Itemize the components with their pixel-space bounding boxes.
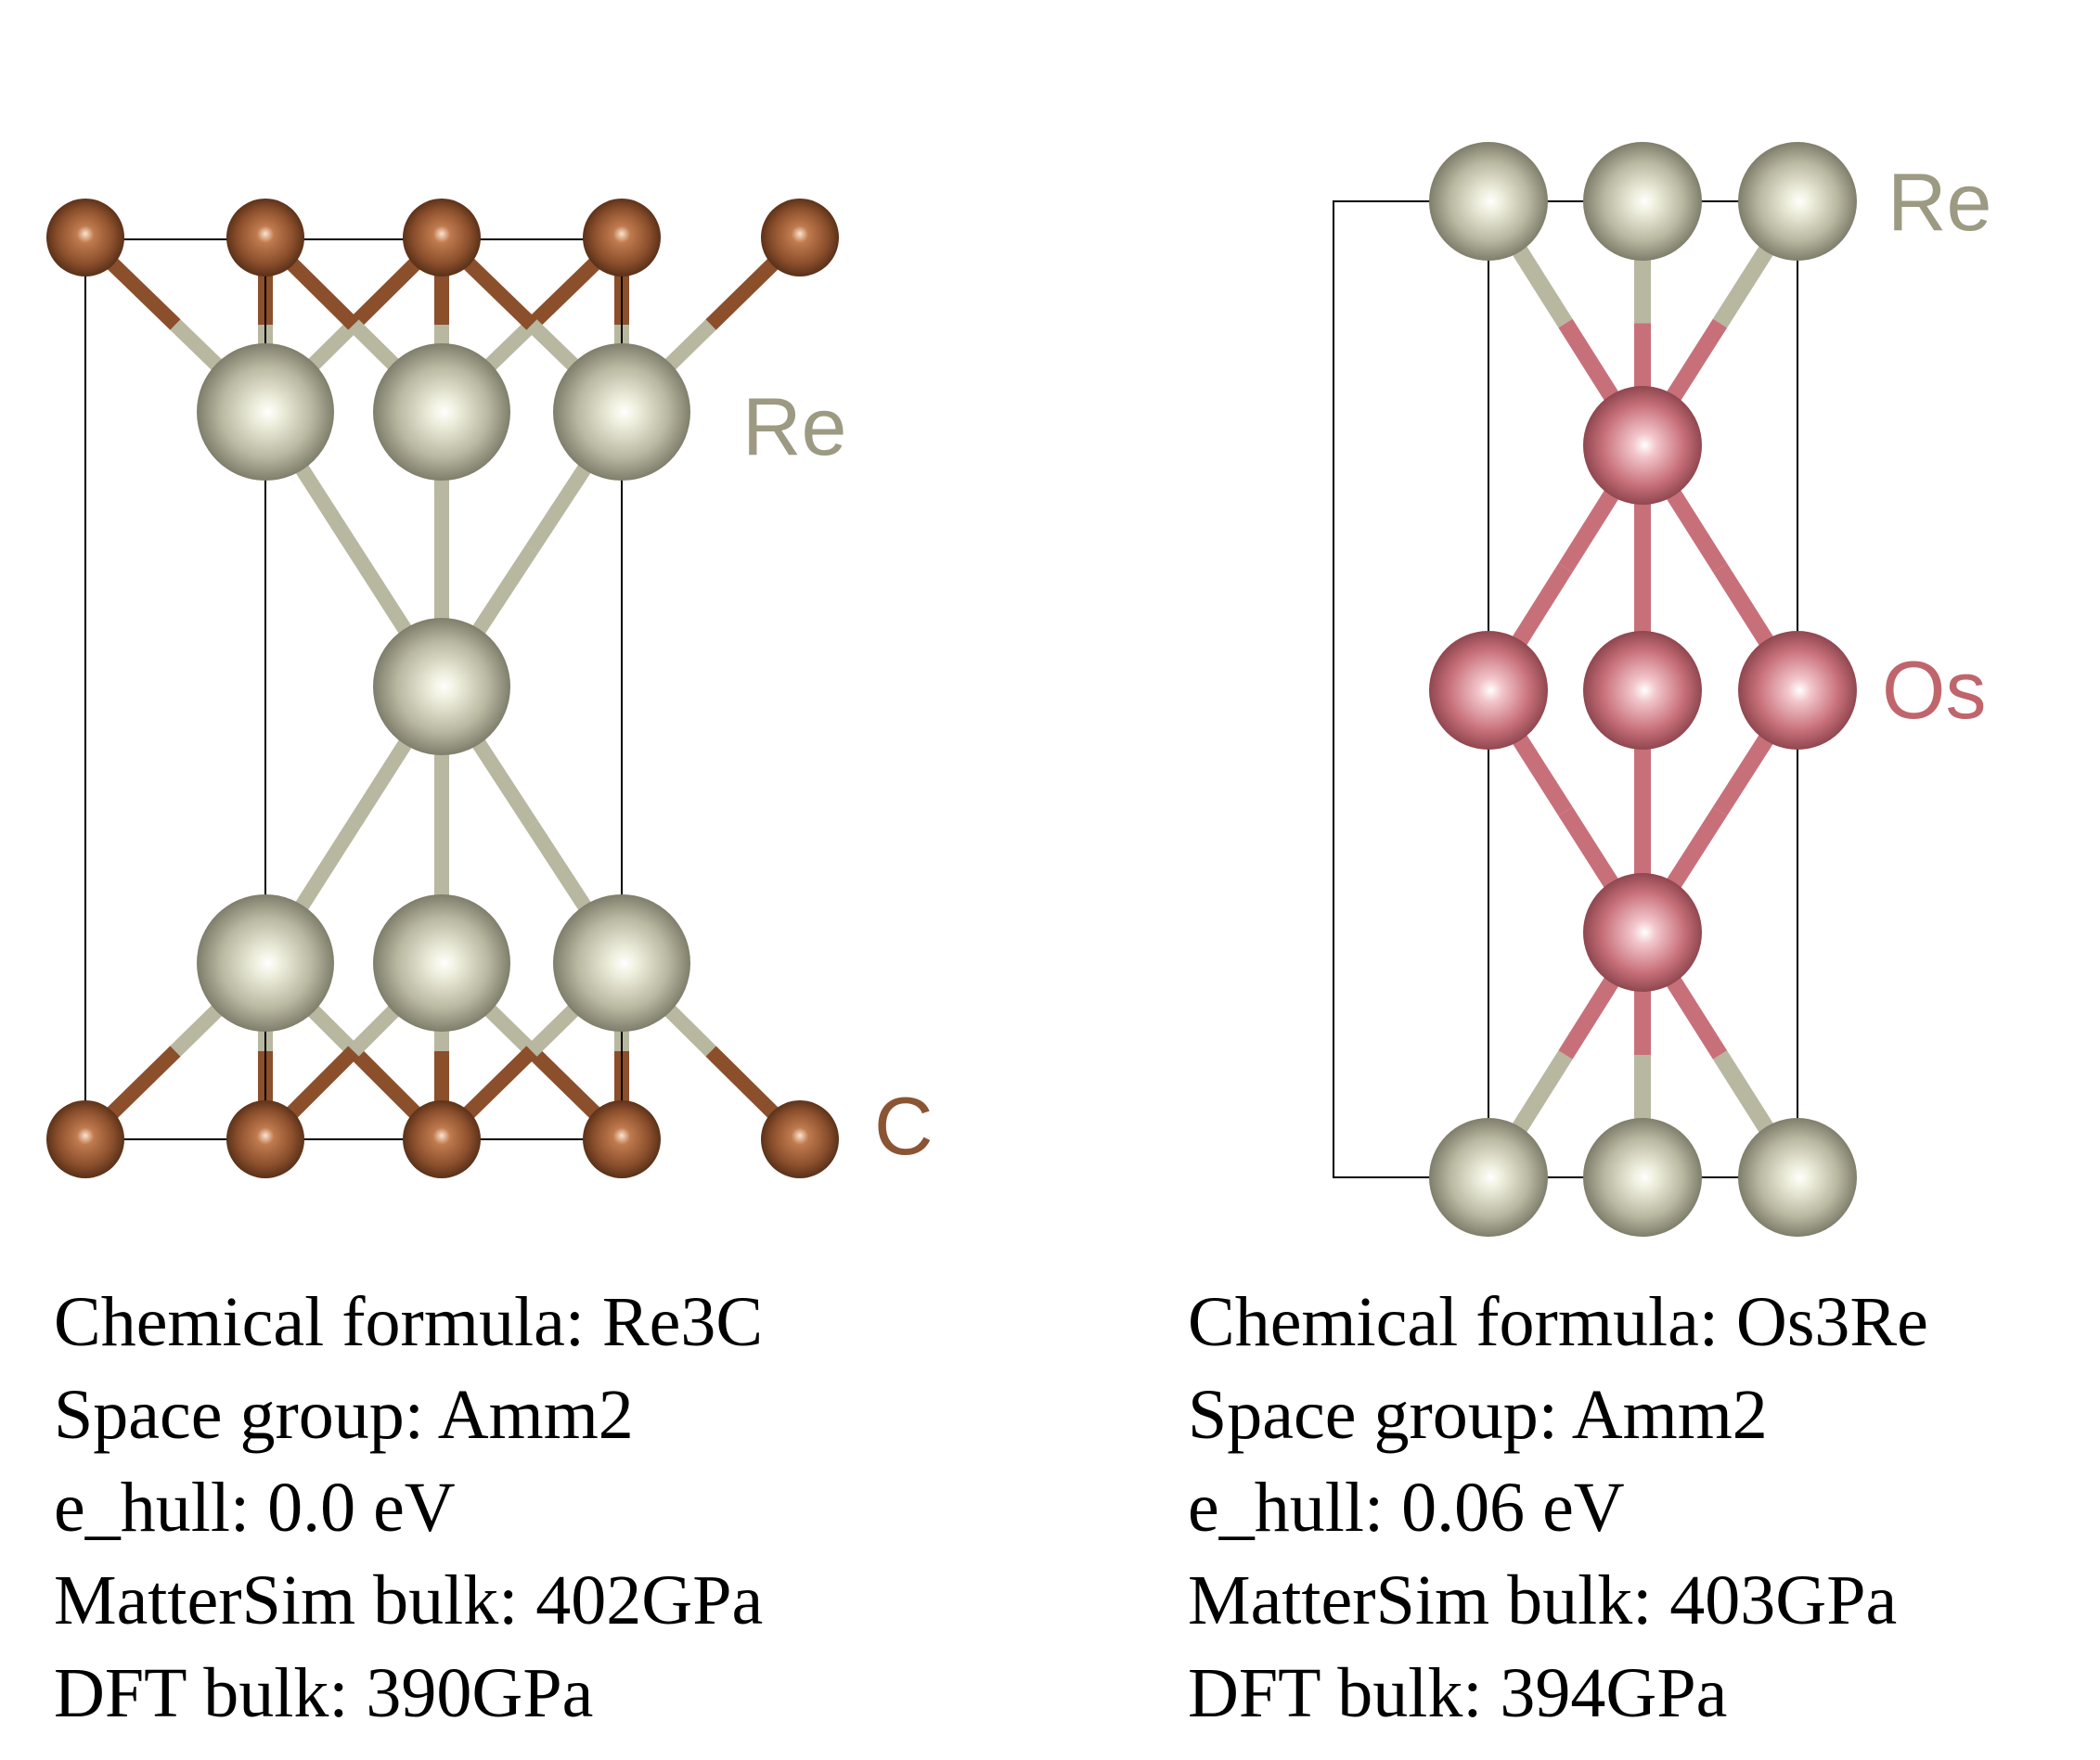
os-element-label: Os xyxy=(1882,644,1986,736)
re-atom xyxy=(1583,142,1702,261)
c-atom xyxy=(46,199,124,276)
os3re-structure: Re Os xyxy=(1333,142,1992,1237)
c-atom xyxy=(583,199,661,276)
re-atom xyxy=(373,343,510,481)
c-atom xyxy=(761,199,839,276)
c-atom xyxy=(761,1100,839,1178)
os3re-info: Chemical formula: Os3Re Space group: Amm… xyxy=(1188,1276,1928,1740)
re3c-structure: Re C xyxy=(46,199,934,1178)
re-atom xyxy=(1429,1118,1548,1237)
c-atom xyxy=(226,199,304,276)
re3c-atoms xyxy=(46,199,839,1178)
mattersim-bulk: MatterSim bulk: 403GPa xyxy=(1188,1561,1898,1639)
os-atom xyxy=(1583,873,1702,992)
re-atom xyxy=(197,343,334,481)
os-atom xyxy=(1738,631,1857,750)
dft-bulk: DFT bulk: 390GPa xyxy=(54,1654,594,1732)
c-atom xyxy=(583,1100,661,1178)
re-element-label: Re xyxy=(742,380,847,472)
re-atom xyxy=(1738,1118,1857,1237)
re-atom xyxy=(373,894,510,1032)
re-atom xyxy=(553,343,690,481)
space-group: Space group: Amm2 xyxy=(1188,1376,1768,1454)
space-group: Space group: Amm2 xyxy=(54,1376,634,1454)
mattersim-bulk: MatterSim bulk: 402GPa xyxy=(54,1561,764,1639)
re-atom xyxy=(1583,1118,1702,1237)
re-atom xyxy=(553,894,690,1032)
chemical-formula: Chemical formula: Os3Re xyxy=(1188,1283,1928,1361)
c-atom xyxy=(226,1100,304,1178)
c-atom xyxy=(403,199,481,276)
c-atom xyxy=(46,1100,124,1178)
e-hull: e_hull: 0.0 eV xyxy=(54,1469,456,1547)
re-atom xyxy=(197,894,334,1032)
re3c-unit-cell xyxy=(84,238,623,1140)
c-element-label: C xyxy=(874,1080,934,1172)
chemical-formula: Chemical formula: Re3C xyxy=(54,1283,764,1361)
re-atom xyxy=(373,618,510,755)
c-atom xyxy=(403,1100,481,1178)
os3re-unit-cell xyxy=(1333,200,1798,1178)
dft-bulk: DFT bulk: 394GPa xyxy=(1188,1654,1728,1732)
os-atom xyxy=(1583,386,1702,505)
re-element-label: Re xyxy=(1887,156,1992,248)
os-atom xyxy=(1583,631,1702,750)
re-atom xyxy=(1738,142,1857,261)
os-atom xyxy=(1429,631,1548,750)
re-atom xyxy=(1429,142,1548,261)
os3re-atoms xyxy=(1429,142,1857,1237)
e-hull: e_hull: 0.06 eV xyxy=(1188,1469,1625,1547)
re3c-info: Chemical formula: Re3C Space group: Amm2… xyxy=(54,1276,763,1740)
